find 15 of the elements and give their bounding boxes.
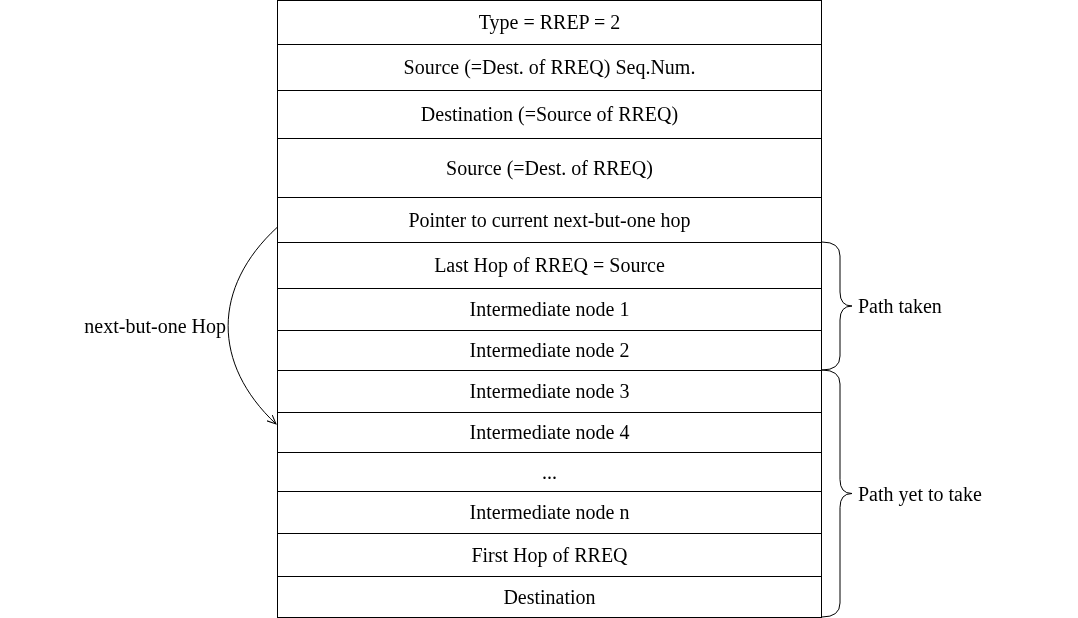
curved-arrow <box>227 227 278 425</box>
table-row: Pointer to current next-but-one hop <box>277 197 822 243</box>
table-row: Destination <box>277 576 822 618</box>
table-row: Source (=Dest. of RREQ) Seq.Num. <box>277 44 822 91</box>
table-row: Type = RREP = 2 <box>277 0 822 45</box>
table-row: Intermediate node 1 <box>277 288 822 331</box>
table-row: Last Hop of RREQ = Source <box>277 242 822 289</box>
table-row: Intermediate node 2 <box>277 330 822 371</box>
table-row: Intermediate node 4 <box>277 412 822 453</box>
table-row: Destination (=Source of RREQ) <box>277 90 822 139</box>
table-row: First Hop of RREQ <box>277 533 822 577</box>
table-row: ... <box>277 452 822 492</box>
table-row: Intermediate node n <box>277 491 822 534</box>
table-row: Source (=Dest. of RREQ) <box>277 138 822 198</box>
table-row: Intermediate node 3 <box>277 370 822 413</box>
